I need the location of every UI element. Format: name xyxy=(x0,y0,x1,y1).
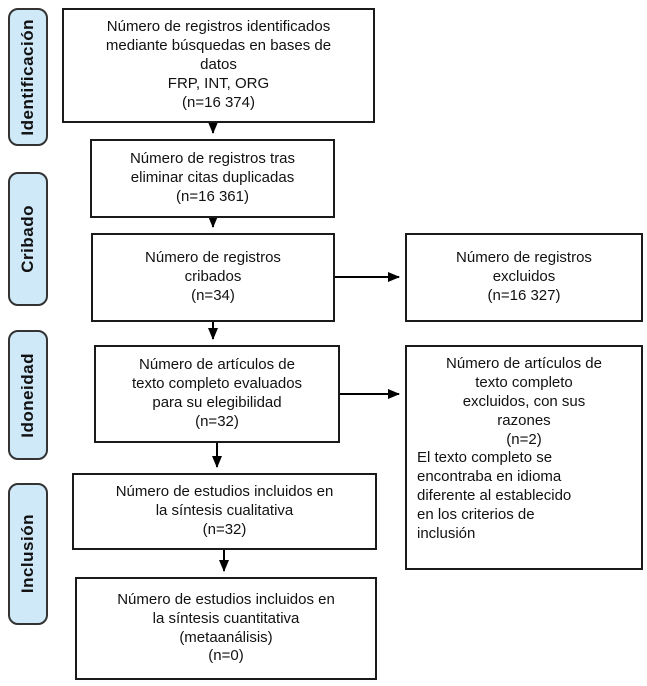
box-records-excluded: Número de registros excluidos (n=16 327) xyxy=(405,233,643,322)
stage-label-text: Cribado xyxy=(18,205,37,273)
stage-label-idoneidad: Idoneidad xyxy=(8,330,48,460)
stage-label-cribado: Cribado xyxy=(8,172,48,306)
stage-label-text: Identificación xyxy=(18,18,37,136)
stage-label-inclusion: Inclusión xyxy=(8,483,48,625)
box-records-deduplicated: Número de registros tras eliminar citas … xyxy=(90,139,335,218)
fulltext-excluded-header: Número de artículos de texto completo ex… xyxy=(446,355,602,448)
fulltext-excluded-reason: El texto completo se encontraba en idiom… xyxy=(417,449,572,543)
stage-label-identificacion: Identificación xyxy=(8,8,48,146)
box-quantitative-synthesis: Número de estudios incluidos en la sínte… xyxy=(75,577,377,680)
box-qualitative-synthesis: Número de estudios incluidos en la sínte… xyxy=(72,473,377,550)
stage-label-text: Inclusión xyxy=(18,514,37,594)
box-fulltext-assessed: Número de artículos de texto completo ev… xyxy=(94,345,340,443)
stage-label-text: Idoneidad xyxy=(18,352,37,438)
box-records-identified: Número de registros identificados median… xyxy=(62,8,375,123)
box-records-screened: Número de registros cribados (n=34) xyxy=(91,233,335,322)
box-fulltext-excluded: Número de artículos de texto completo ex… xyxy=(405,345,643,570)
